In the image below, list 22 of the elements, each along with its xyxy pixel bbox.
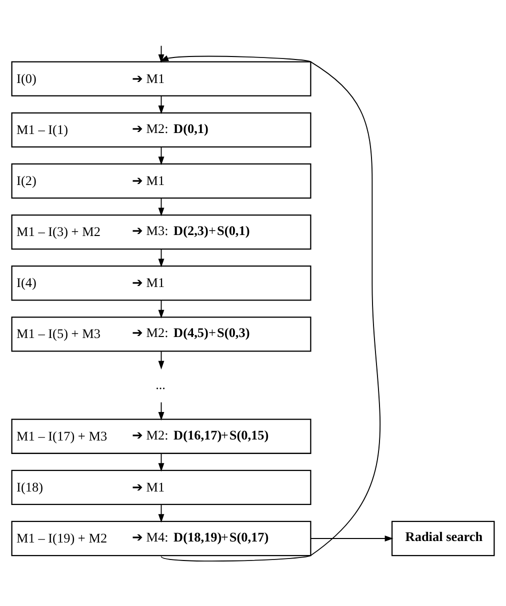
node-box: M1 – I(3) + M2 ➔ M3: D(2,3)+S(0,1) bbox=[11, 214, 312, 250]
arrow bbox=[158, 95, 164, 114]
arrow bbox=[158, 504, 164, 523]
node-box: M1 – I(1) ➔ M2: D(0,1) bbox=[11, 112, 312, 148]
node-box: M1 – I(17) + M3 ➔ M2: D(16,17)+S(0,15) bbox=[11, 418, 312, 454]
arrow bbox=[158, 350, 164, 370]
node-box: I(4) ➔ M1 bbox=[11, 266, 312, 301]
node-box: I(2) ➔ M1 bbox=[11, 163, 312, 199]
arrow bbox=[158, 300, 164, 318]
arrow bbox=[158, 248, 164, 268]
arrow bbox=[158, 402, 164, 421]
arrow bbox=[310, 536, 394, 542]
node-box: I(18) ➔ M1 bbox=[11, 470, 312, 506]
arrow bbox=[158, 452, 164, 472]
arrow bbox=[160, 55, 380, 562]
node-box: M1 – I(5) + M3 ➔ M2: D(4,5)+S(0,3) bbox=[11, 316, 312, 352]
node-box: Radial search bbox=[391, 520, 495, 556]
arrow bbox=[158, 198, 164, 216]
arrow bbox=[158, 146, 164, 166]
node-text: ... bbox=[156, 376, 166, 392]
node-box: M1 – I(19) + M2 ➔ M4: D(18,19)+S(0,17) bbox=[11, 520, 312, 556]
node-box: I(0) ➔ M1 bbox=[11, 61, 312, 96]
